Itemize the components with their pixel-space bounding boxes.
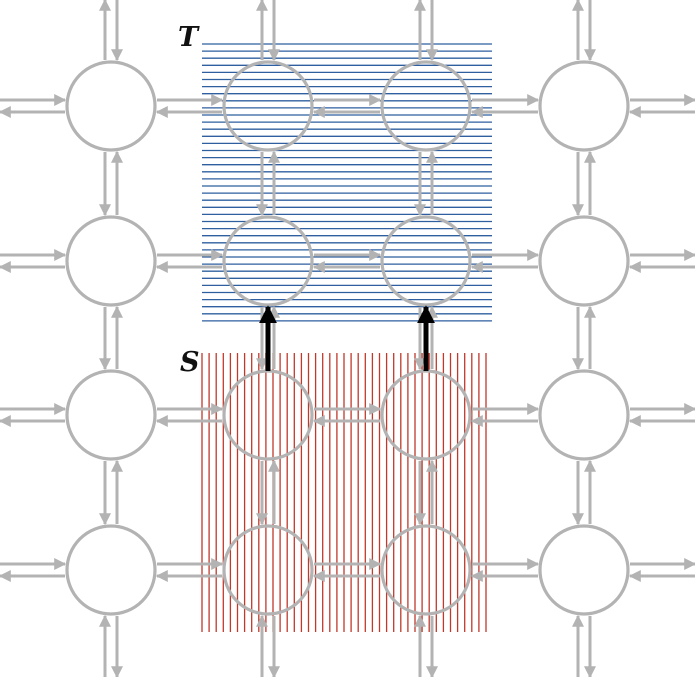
transfer-links <box>259 305 435 371</box>
mesh-node <box>380 524 472 616</box>
mesh-nodes <box>65 60 630 616</box>
mesh-node <box>538 369 630 461</box>
region-hatching <box>201 43 492 632</box>
mesh-node <box>380 60 472 152</box>
mesh-node <box>65 524 157 616</box>
mesh-node <box>538 60 630 152</box>
region-t-hatching <box>202 43 492 322</box>
mesh-node <box>538 524 630 616</box>
mesh-node <box>65 369 157 461</box>
mesh-node <box>222 524 314 616</box>
region-label-s: S <box>180 347 200 378</box>
mesh-node <box>380 369 472 461</box>
region-label-t: T <box>178 22 200 53</box>
region-s-hatching <box>201 353 487 632</box>
mesh-node <box>222 60 314 152</box>
mesh-node <box>538 215 630 307</box>
mesh-node <box>65 215 157 307</box>
mesh-node <box>65 60 157 152</box>
mesh-node <box>380 215 472 307</box>
mesh-node <box>222 215 314 307</box>
